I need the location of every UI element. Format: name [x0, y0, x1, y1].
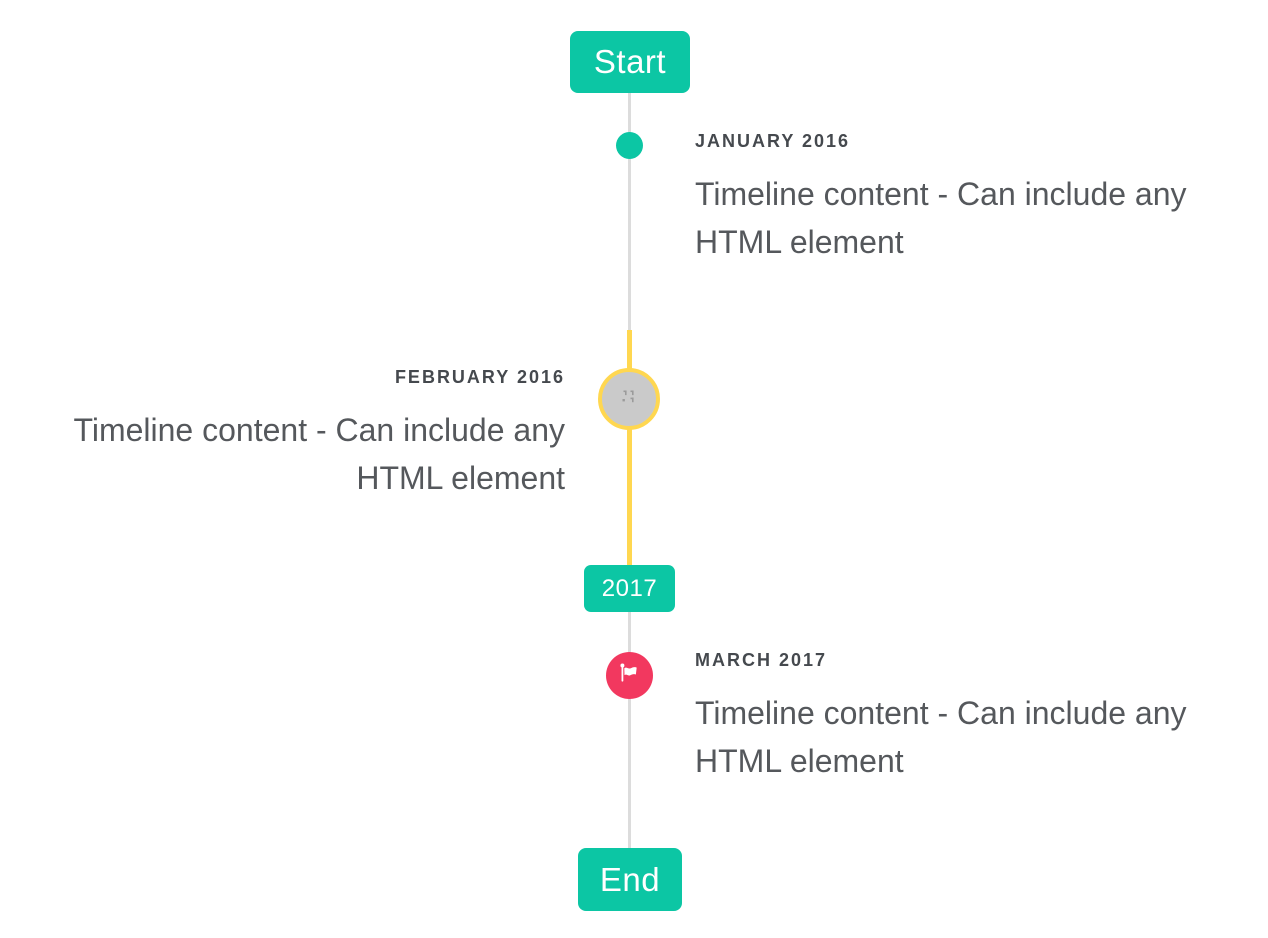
timeline-line-highlight: [627, 330, 632, 568]
timeline-end-badge: End: [578, 848, 682, 911]
timeline-marker-january-dot[interactable]: [616, 132, 643, 159]
timeline-item-february-2016: FEBRUARY 2016 Timeline content - Can inc…: [40, 366, 565, 502]
flag-icon: [617, 661, 642, 691]
timeline-item-march-2017: MARCH 2017 Timeline content - Can includ…: [695, 649, 1220, 785]
broken-image-icon: [620, 389, 639, 410]
item-title-january-2016: JANUARY 2016: [695, 131, 851, 151]
timeline-item-january-2016: JANUARY 2016 Timeline content - Can incl…: [695, 130, 1220, 266]
item-text-march-2017: Timeline content - Can include any HTML …: [695, 695, 1187, 779]
item-text-january-2016: Timeline content - Can include any HTML …: [695, 176, 1187, 260]
item-title-february-2016: FEBRUARY 2016: [394, 367, 565, 387]
timeline-start-badge: Start: [570, 31, 690, 93]
item-text-february-2016: Timeline content - Can include any HTML …: [73, 412, 565, 496]
item-title-march-2017: MARCH 2017: [695, 650, 828, 670]
timeline-marker-february-image-circle[interactable]: [598, 368, 660, 430]
timeline-year-badge-2017: 2017: [584, 565, 675, 612]
timeline-marker-march-flag-circle[interactable]: [606, 652, 653, 699]
